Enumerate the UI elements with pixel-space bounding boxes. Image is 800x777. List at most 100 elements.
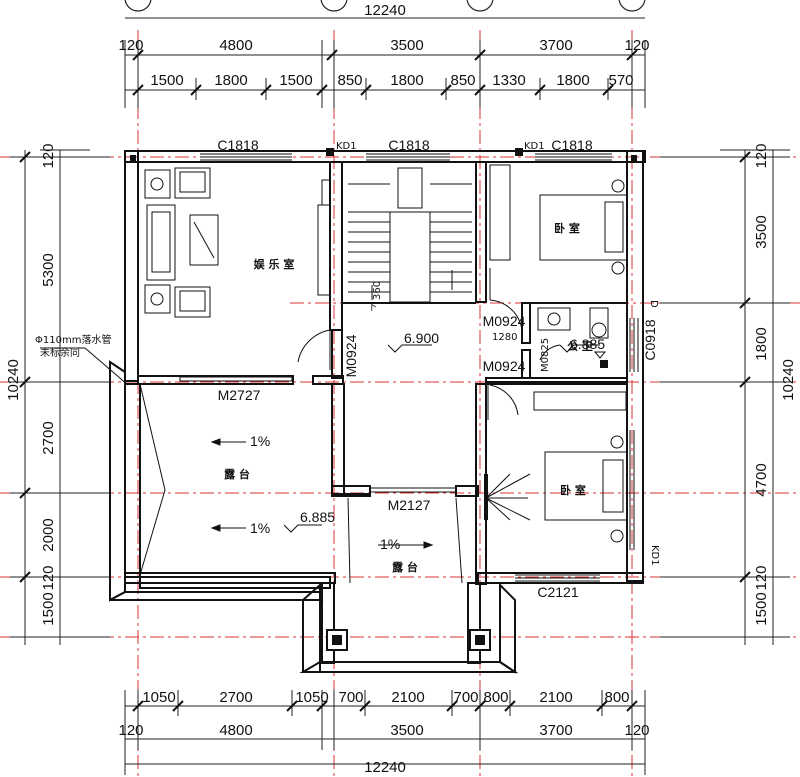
room-label-bath: 公 卫 [567, 340, 593, 353]
dim-label: 2100 [391, 689, 424, 706]
vent-marker [326, 148, 334, 156]
dim-label: 4800 [219, 37, 252, 54]
dim-label: 2700 [40, 421, 57, 454]
dim-label: 850 [450, 72, 475, 89]
bed-se [533, 391, 628, 543]
left-dims: 120 5300 2700 2000 120 1500 [40, 143, 57, 625]
dim-label: 1800 [753, 327, 770, 360]
overall-dim-right: 10240 [780, 359, 797, 401]
top-outer-dims: 120 4800 3500 3700 120 [118, 37, 649, 54]
level-label: 6.885 [300, 509, 335, 525]
downpipe-note: Φ110mm落水管 未标余同 [35, 333, 129, 386]
sliding-door-m2127 [369, 487, 457, 493]
room-label-entertainment: 娱 乐 室 [254, 257, 295, 271]
sofa-set [144, 167, 219, 318]
slope-label: 1% [380, 536, 400, 552]
dim-label: 3500 [390, 37, 423, 54]
dimension-ticks [19, 49, 751, 712]
room-label-bedroom-se: 卧 室 [560, 483, 586, 497]
note-line: Φ110mm落水管 [35, 333, 111, 346]
door-label: M0924 [483, 358, 526, 374]
dim-label: 120 [118, 722, 143, 739]
door-label: M2127 [388, 497, 431, 513]
dim-label: 120 [118, 37, 143, 54]
room-label-bedroom-ne: 卧 室 [554, 221, 580, 235]
window-label: C0918 [642, 319, 658, 360]
dim-label: 800 [483, 689, 508, 706]
bed-ne [489, 164, 628, 275]
dim-label: 1800 [556, 72, 589, 89]
top-inner-dims: 1500 1800 1500 850 1800 850 1330 1800 57… [150, 72, 633, 89]
dim-label: 3700 [539, 37, 572, 54]
door-label: M2727 [218, 387, 261, 403]
level-marks [283, 344, 600, 533]
bottom-outer-dims: 120 4800 3500 3700 120 [118, 722, 649, 739]
dim-label: 5300 [40, 253, 57, 286]
dim-label: 4800 [219, 722, 252, 739]
door-leaf [484, 474, 488, 520]
dim-label: 2700 [219, 689, 252, 706]
slope-arrows [210, 438, 434, 549]
room-label-terrace-w: 露 台 [224, 467, 250, 481]
dim-label: 120 [40, 143, 57, 168]
dim-label: 1050 [295, 689, 328, 706]
door-swings [297, 268, 561, 521]
dimension-lines [10, 17, 790, 775]
dim-label: 800 [604, 689, 629, 706]
dim-label: 120 [40, 565, 57, 590]
level-label: 6.900 [404, 330, 439, 346]
vent-label: KD1 [336, 141, 357, 152]
terrace-edges [139, 383, 463, 584]
level-label: 6.885 [570, 336, 605, 352]
dim-label: 3700 [539, 722, 572, 739]
door-label: M0825 [540, 338, 551, 372]
bottom-inner-dims: 1050 2700 1050 700 2100 700 800 2100 800 [142, 689, 629, 706]
stair-down-label: 下 [367, 302, 377, 313]
window-lines [200, 153, 639, 582]
dim-label: 570 [608, 72, 633, 89]
stair-step-label: 360 [372, 281, 383, 300]
vent-label: D [648, 300, 659, 308]
dim-label: 120 [624, 722, 649, 739]
dim-label: 2100 [539, 689, 572, 706]
dim-label: 1330 [492, 72, 525, 89]
dim-label: 120 [624, 37, 649, 54]
tv-cabinet [317, 179, 331, 296]
dim-label: 1050 [142, 689, 175, 706]
dim-label: 120 [753, 143, 770, 168]
window-label: C2121 [537, 584, 578, 600]
room-label-terrace-s: 露 台 [392, 560, 418, 574]
dim-label: 1800 [390, 72, 423, 89]
dim-label: 120 [753, 565, 770, 590]
window-label: C1818 [217, 137, 258, 153]
dim-label: 3500 [390, 722, 423, 739]
dim-label: 1500 [150, 72, 183, 89]
overall-dim-top: 12240 [364, 2, 406, 19]
overall-dim-left: 10240 [5, 359, 22, 401]
axis-bubbles [124, 0, 646, 12]
dim-label: 700 [453, 689, 478, 706]
window-label: C1818 [388, 137, 429, 153]
slope-label: 1% [250, 433, 270, 449]
floor-drain [600, 360, 608, 368]
dim-label: 3500 [753, 215, 770, 248]
columns [130, 155, 637, 651]
dim-label: 700 [338, 689, 363, 706]
dim-label: 850 [337, 72, 362, 89]
staircase [348, 167, 472, 303]
bath-fixtures [537, 307, 609, 359]
dim-label: 1800 [214, 72, 247, 89]
overall-dim-bottom: 12240 [364, 759, 406, 776]
bath-dim: 1280 [492, 332, 517, 343]
door-label: M0924 [483, 313, 526, 329]
slope-label: 1% [250, 520, 270, 536]
dim-label: 1500 [279, 72, 312, 89]
sliding-door-m2727 [179, 376, 293, 382]
vent-label: KD1 [524, 141, 545, 152]
vent-marker [515, 148, 523, 156]
note-line: 未标余同 [40, 346, 80, 359]
dim-label: 4700 [753, 463, 770, 496]
dim-label: 1500 [40, 592, 57, 625]
dim-label: 1500 [753, 592, 770, 625]
